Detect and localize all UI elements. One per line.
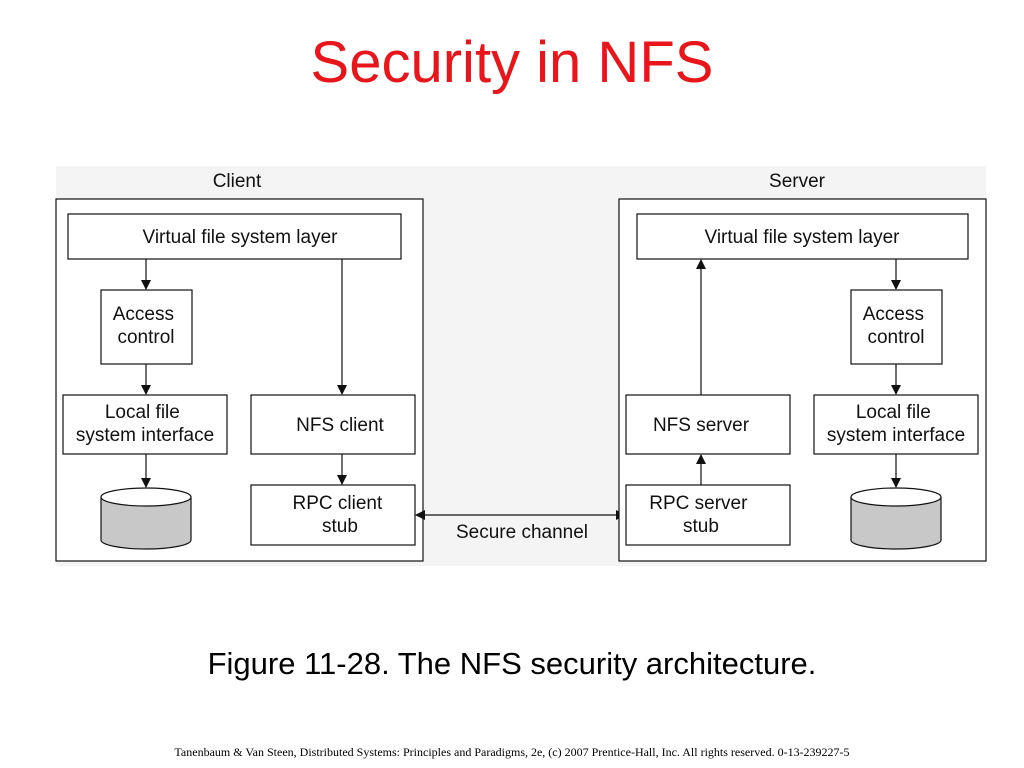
server-access-control-label: Access control bbox=[863, 304, 930, 348]
server-vfs-label: Virtual file system layer bbox=[705, 227, 901, 248]
rpc-server-stub-line-2: stub bbox=[683, 516, 719, 537]
rpc-client-stub-line-2: stub bbox=[322, 516, 358, 537]
nfs-client-label: NFS client bbox=[296, 415, 384, 436]
server-local-fs-line-1: Local file bbox=[856, 402, 931, 423]
server-vfs-box bbox=[636, 213, 969, 260]
client-local-fs-line-1: Local file bbox=[105, 402, 180, 423]
nfs-server-box bbox=[625, 394, 791, 455]
rpc-client-stub-line-1: RPC client bbox=[292, 493, 382, 514]
secure-channel-label: Secure channel bbox=[456, 522, 588, 543]
rpc-client-stub-label: RPC client stub bbox=[292, 493, 387, 537]
client-access-control-label: Access control bbox=[113, 304, 180, 348]
client-access-control-line-1: Access bbox=[113, 304, 174, 325]
nfs-client-box bbox=[250, 394, 416, 455]
client-vfs-label: Virtual file system layer bbox=[143, 227, 339, 248]
client-local-fs-line-2: system interface bbox=[76, 425, 214, 446]
server-label: Server bbox=[769, 171, 826, 192]
client-access-control-box bbox=[100, 289, 193, 365]
server-local-fs-label: Local file system interface bbox=[827, 402, 965, 446]
server-access-control-line-1: Access bbox=[863, 304, 924, 325]
client-vfs-box bbox=[67, 213, 402, 260]
nfs-server-label: NFS server bbox=[653, 415, 750, 436]
copyright-footer: Tanenbaum & Van Steen, Distributed Syste… bbox=[174, 745, 850, 759]
rpc-client-stub-box bbox=[250, 484, 416, 546]
server-access-control-box bbox=[850, 289, 943, 365]
server-disk-icon bbox=[850, 487, 942, 550]
client-label: Client bbox=[213, 171, 262, 192]
rpc-server-stub-box bbox=[625, 484, 791, 546]
server-local-fs-line-2: system interface bbox=[827, 425, 965, 446]
server-local-fs-box bbox=[813, 394, 979, 455]
client-local-fs-label: Local file system interface bbox=[76, 402, 214, 446]
slide-title: Security in NFS bbox=[310, 30, 714, 95]
server-access-control-line-2: control bbox=[867, 327, 924, 348]
client-local-fs-box bbox=[62, 394, 228, 455]
rpc-server-stub-line-1: RPC server bbox=[649, 493, 748, 514]
rpc-server-stub-label: RPC server stub bbox=[649, 493, 752, 537]
client-disk-icon bbox=[100, 487, 192, 550]
client-access-control-line-2: control bbox=[117, 327, 174, 348]
figure-caption: Figure 11-28. The NFS security architect… bbox=[207, 646, 817, 681]
